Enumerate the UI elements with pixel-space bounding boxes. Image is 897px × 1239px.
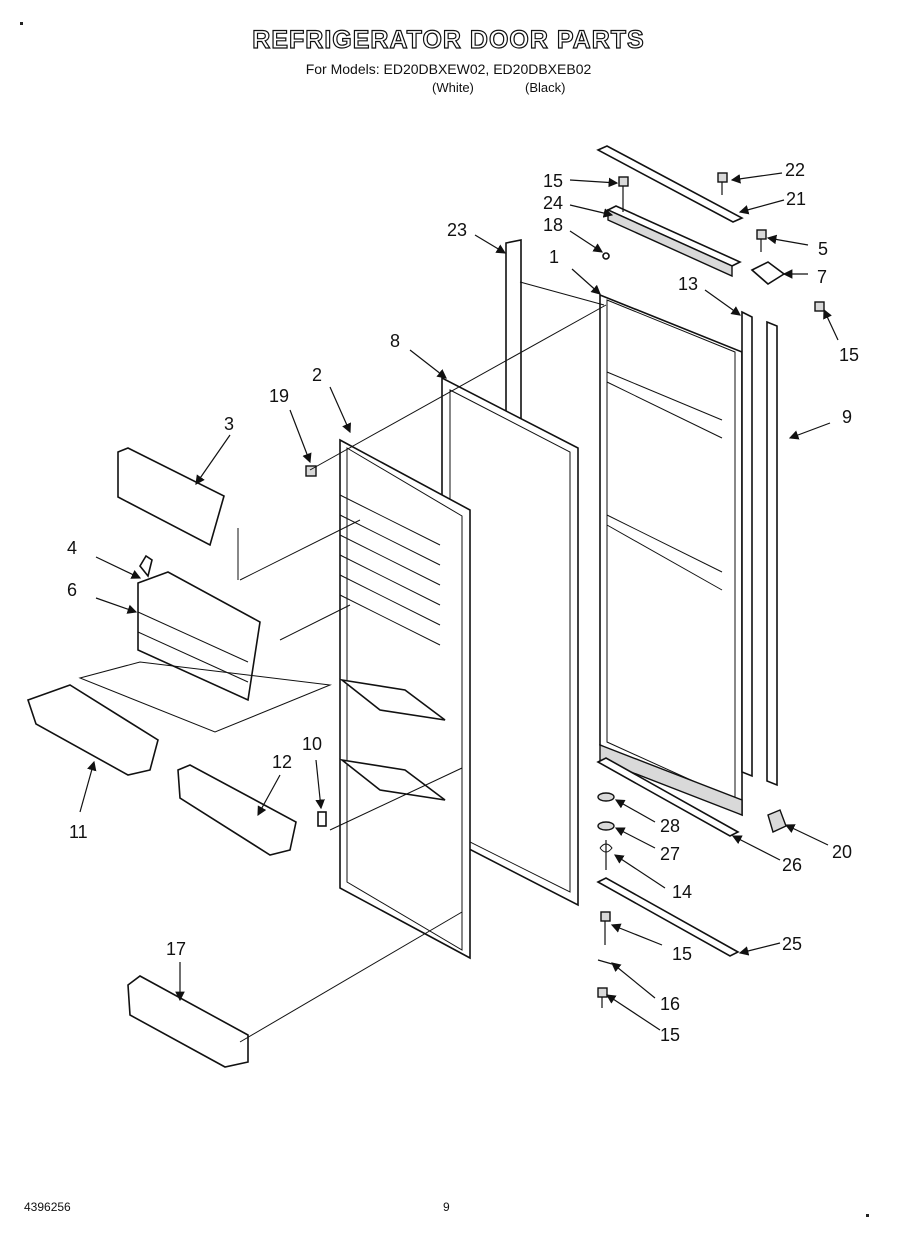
screw-5 bbox=[756, 229, 767, 252]
page-title: REFRIGERATOR DOOR PARTS bbox=[252, 25, 645, 54]
callout-8: 8 bbox=[390, 331, 400, 351]
callout-25: 25 bbox=[782, 934, 802, 954]
callout-18: 18 bbox=[543, 215, 563, 235]
hinge-bracket-7 bbox=[750, 261, 786, 285]
cam-14 bbox=[599, 840, 613, 870]
washer-28 bbox=[597, 792, 615, 802]
outer-door-panel bbox=[599, 293, 743, 817]
callout-19: 19 bbox=[269, 386, 289, 406]
callout-15-side: 15 bbox=[839, 345, 859, 365]
callout-22: 22 bbox=[785, 160, 805, 180]
callout-23: 23 bbox=[447, 220, 467, 240]
corner-mark bbox=[20, 22, 23, 25]
callout-20: 20 bbox=[832, 842, 852, 862]
door-bin-11 bbox=[26, 684, 159, 776]
callout-15-top: 15 bbox=[543, 171, 563, 191]
callout-2: 2 bbox=[312, 365, 322, 385]
screw-19 bbox=[305, 465, 317, 477]
callout-26: 26 bbox=[782, 855, 802, 875]
corner-mark bbox=[866, 1214, 869, 1217]
screw-22 bbox=[717, 172, 728, 195]
callout-12: 12 bbox=[272, 752, 292, 772]
top-hinge-cover bbox=[606, 205, 742, 278]
dairy-compartment-6 bbox=[137, 571, 261, 702]
callout-27: 27 bbox=[660, 844, 680, 864]
callout-16: 16 bbox=[660, 994, 680, 1014]
inner-door-liner-2 bbox=[339, 438, 471, 960]
dairy-door-3 bbox=[117, 447, 225, 547]
callout-28: 28 bbox=[660, 816, 680, 836]
washer-27 bbox=[597, 821, 615, 831]
callout-1: 1 bbox=[549, 247, 559, 267]
screw-15-bottom-b bbox=[597, 987, 608, 1008]
bottom-hinge-25 bbox=[596, 877, 740, 957]
variant-black-label: (Black) bbox=[525, 80, 566, 95]
callout-leaders bbox=[79, 172, 839, 1031]
callout-17: 17 bbox=[166, 939, 186, 959]
callout-6: 6 bbox=[67, 580, 77, 600]
side-trim-9 bbox=[766, 320, 778, 787]
callout-24: 24 bbox=[543, 193, 563, 213]
model-list: For Models: ED20DBXEW02, ED20DBXEB02 bbox=[305, 61, 592, 77]
screw-15-top bbox=[618, 176, 629, 212]
callout-4: 4 bbox=[67, 538, 77, 558]
callout-labels: 1 2 3 4 5 6 7 8 9 10 11 12 13 14 15 15 1… bbox=[67, 160, 859, 1045]
callout-9: 9 bbox=[842, 407, 852, 427]
callout-15-bottom-a: 15 bbox=[672, 944, 692, 964]
screw-15-side bbox=[814, 301, 825, 312]
variant-white-label: (White) bbox=[432, 80, 474, 95]
callout-7: 7 bbox=[817, 267, 827, 287]
callout-11: 11 bbox=[69, 822, 88, 842]
clip-10 bbox=[317, 811, 327, 827]
door-bin-12 bbox=[177, 764, 297, 856]
callout-3: 3 bbox=[224, 414, 234, 434]
callout-5: 5 bbox=[818, 239, 828, 259]
callout-13: 13 bbox=[678, 274, 698, 294]
side-trim-13 bbox=[741, 310, 753, 778]
callout-10: 10 bbox=[302, 734, 322, 754]
callout-21: 21 bbox=[786, 189, 806, 209]
hinge-pin-4 bbox=[139, 554, 153, 578]
shelf-shadow bbox=[78, 661, 332, 733]
door-bin-17 bbox=[127, 975, 249, 1068]
callout-14: 14 bbox=[672, 882, 692, 902]
bracket-20 bbox=[767, 809, 787, 833]
assembly-guides bbox=[237, 281, 607, 1043]
page-number: 9 bbox=[443, 1200, 450, 1214]
callout-15-bottom-b: 15 bbox=[660, 1025, 680, 1045]
pin-18 bbox=[602, 252, 610, 260]
document-number: 4396256 bbox=[24, 1200, 71, 1214]
washer-16 bbox=[597, 959, 613, 965]
screw-15-bottom-a bbox=[600, 911, 611, 945]
bottom-trim-26 bbox=[596, 757, 740, 837]
top-trim bbox=[596, 145, 744, 223]
